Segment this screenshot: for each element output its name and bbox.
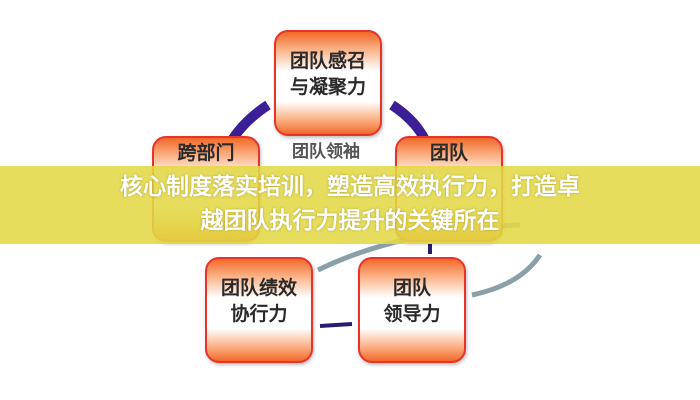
node-team-leadership: 团队 领导力 [358, 257, 466, 363]
banner-title-line1: 核心制度落实培训，塑造高效执行力，打造卓 [120, 174, 580, 200]
node-label: 团队 [429, 142, 468, 164]
banner-title-line2: 越团队执行力提升的关键所在 [200, 208, 500, 234]
node-label: 团队绩效 [220, 277, 297, 299]
node-center-partial: 团队领袖 [292, 142, 360, 162]
banner-title: 核心制度落实培训，塑造高效执行力，打造卓 越团队执行力提升的关键所在 [0, 170, 700, 238]
node-team-performance: 团队绩效 协行力 [205, 257, 313, 363]
node-team-cohesion: 团队感召 与凝聚力 [274, 30, 382, 136]
node-label: 团队 [392, 277, 431, 299]
node-label: 团队感召 [289, 50, 366, 72]
title-banner [0, 166, 700, 244]
node-label: 与凝聚力 [289, 76, 366, 98]
node-label: 跨部门 [177, 142, 235, 164]
node-label: 协行力 [230, 303, 288, 325]
node-label: 领导力 [383, 303, 441, 325]
